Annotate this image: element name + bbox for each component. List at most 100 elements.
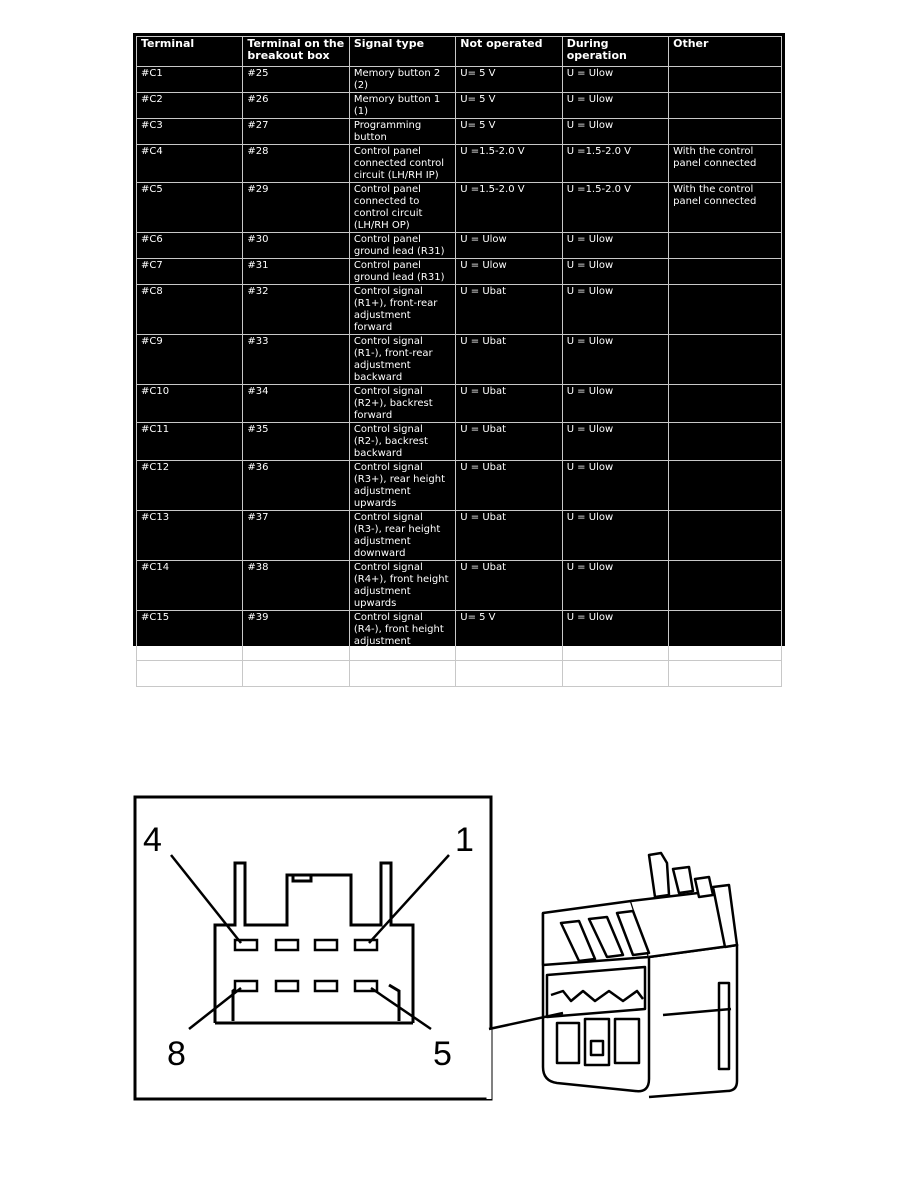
terminal-signal-table: Terminal Terminal on the breakout box Si…: [135, 36, 782, 687]
cell-breakout-terminal: #38: [242, 560, 350, 611]
cell-during-operation: U = Ulow: [561, 118, 670, 145]
cell-signal-type: Control panel connected control circuit …: [348, 144, 457, 183]
cell-breakout-terminal: #34: [242, 384, 350, 423]
cell-not-operated: U = Ubat: [455, 560, 563, 611]
cell-signal-type: Control panel ground lead (R31): [348, 258, 457, 285]
cell-terminal: #C14: [135, 560, 244, 611]
header-terminal: Terminal: [135, 36, 244, 67]
cell-not-operated: U = Ulow: [455, 258, 563, 285]
pin-label-4: 4: [143, 821, 162, 859]
cell-during-operation: U = Ulow: [561, 284, 670, 335]
cell-signal-type: Control signal (R2-), backrest backward: [348, 422, 457, 461]
cell-other: With the control panel connected: [668, 182, 782, 233]
cell-terminal: #C2: [135, 92, 244, 119]
pin-slot-2: [313, 938, 339, 952]
diagram-frame: [133, 795, 493, 1101]
header-breakout-terminal: Terminal on the breakout box: [242, 36, 350, 67]
cell-other: [668, 460, 782, 511]
cell-signal-type: Memory button 2 (2): [348, 66, 457, 93]
cell-during-operation: U = Ulow: [561, 460, 670, 511]
cell-not-operated: U =1.5-2.0 V: [455, 144, 563, 183]
cell-other: [668, 258, 782, 285]
cell-breakout-terminal: #40: [242, 660, 350, 687]
cell-signal-type: Control signal (R4-), front height adjus…: [348, 610, 457, 661]
cell-during-operation: U = Ulow: [561, 422, 670, 461]
cell-during-operation: U = Ulow: [561, 610, 670, 661]
pin-slot-4: [233, 938, 259, 952]
cell-signal-type: Control panel ground lead (R31): [348, 232, 457, 259]
cell-breakout-terminal: #37: [242, 510, 350, 561]
connector-diagram: 4 1 8 5: [133, 795, 785, 1101]
cell-signal-type: Control signal (R4+), front height adjus…: [348, 560, 457, 611]
cell-not-operated: U= 5 V: [455, 610, 563, 661]
cell-other: With the control panel connected: [668, 144, 782, 183]
cell-terminal: #C4: [135, 144, 244, 183]
table-header-row: Terminal Terminal on the breakout box Si…: [135, 36, 782, 67]
header-not-operated: Not operated: [455, 36, 563, 67]
cell-other: [668, 118, 782, 145]
cell-during-operation: U = Ulow: [561, 660, 670, 687]
cell-terminal: #C15: [135, 610, 244, 661]
cell-terminal: #C9: [135, 334, 244, 385]
cell-not-operated: U= 5 V: [455, 660, 563, 687]
pin-slots: [233, 938, 379, 993]
cell-terminal: #C6: [135, 232, 244, 259]
header-signal-type: Signal type: [348, 36, 457, 67]
cell-terminal: #C12: [135, 460, 244, 511]
cell-during-operation: U = Ulow: [561, 232, 670, 259]
cell-during-operation: U = Ulow: [561, 258, 670, 285]
cell-during-operation: U = Ulow: [561, 560, 670, 611]
detail-pointer-line: [488, 1011, 564, 1031]
cell-other: [668, 510, 782, 561]
cell-terminal: #C1: [135, 66, 244, 93]
cell-signal-type: Control signal (R2+), backrest forward: [348, 384, 457, 423]
cell-breakout-terminal: #35: [242, 422, 350, 461]
cell-other: [668, 284, 782, 335]
cell-breakout-terminal: #28: [242, 144, 350, 183]
cell-not-operated: U =1.5-2.0 V: [455, 182, 563, 233]
cell-other: [668, 334, 782, 385]
cell-signal-type: Memory button 1 (1): [348, 92, 457, 119]
signal-table-panel: Terminal Terminal on the breakout box Si…: [133, 33, 785, 687]
cell-breakout-terminal: #31: [242, 258, 350, 285]
cell-not-operated: U= 5 V: [455, 118, 563, 145]
pin-slot-5: [353, 979, 379, 993]
cell-other: [668, 560, 782, 611]
cell-terminal: #C5: [135, 182, 244, 233]
cell-other: [668, 422, 782, 461]
cell-other: [668, 660, 782, 687]
cell-not-operated: U = Ubat: [455, 422, 563, 461]
pin-label-5: 5: [433, 1035, 452, 1073]
cell-during-operation: U = Ulow: [561, 510, 670, 561]
pin-label-8: 8: [167, 1035, 186, 1073]
cell-not-operated: U = Ubat: [455, 334, 563, 385]
cell-not-operated: U= 5 V: [455, 66, 563, 93]
cell-during-operation: U =1.5-2.0 V: [561, 144, 670, 183]
cell-during-operation: U = Ulow: [561, 384, 670, 423]
pin-slot-6: [313, 979, 339, 993]
cell-during-operation: U = Ulow: [561, 92, 670, 119]
cell-signal-type: Control signal (R1+), front-rear adjustm…: [348, 284, 457, 335]
pin-slot-8: [233, 979, 259, 993]
cell-terminal: #C3: [135, 118, 244, 145]
cell-breakout-terminal: #30: [242, 232, 350, 259]
cell-signal-type: Programming button: [348, 118, 457, 145]
cell-breakout-terminal: #29: [242, 182, 350, 233]
cell-during-operation: U = Ulow: [561, 66, 670, 93]
header-during-operation: During operation: [561, 36, 670, 67]
pin-slot-7: [274, 979, 300, 993]
cell-terminal: #C8: [135, 284, 244, 335]
cell-not-operated: U = Ulow: [455, 232, 563, 259]
